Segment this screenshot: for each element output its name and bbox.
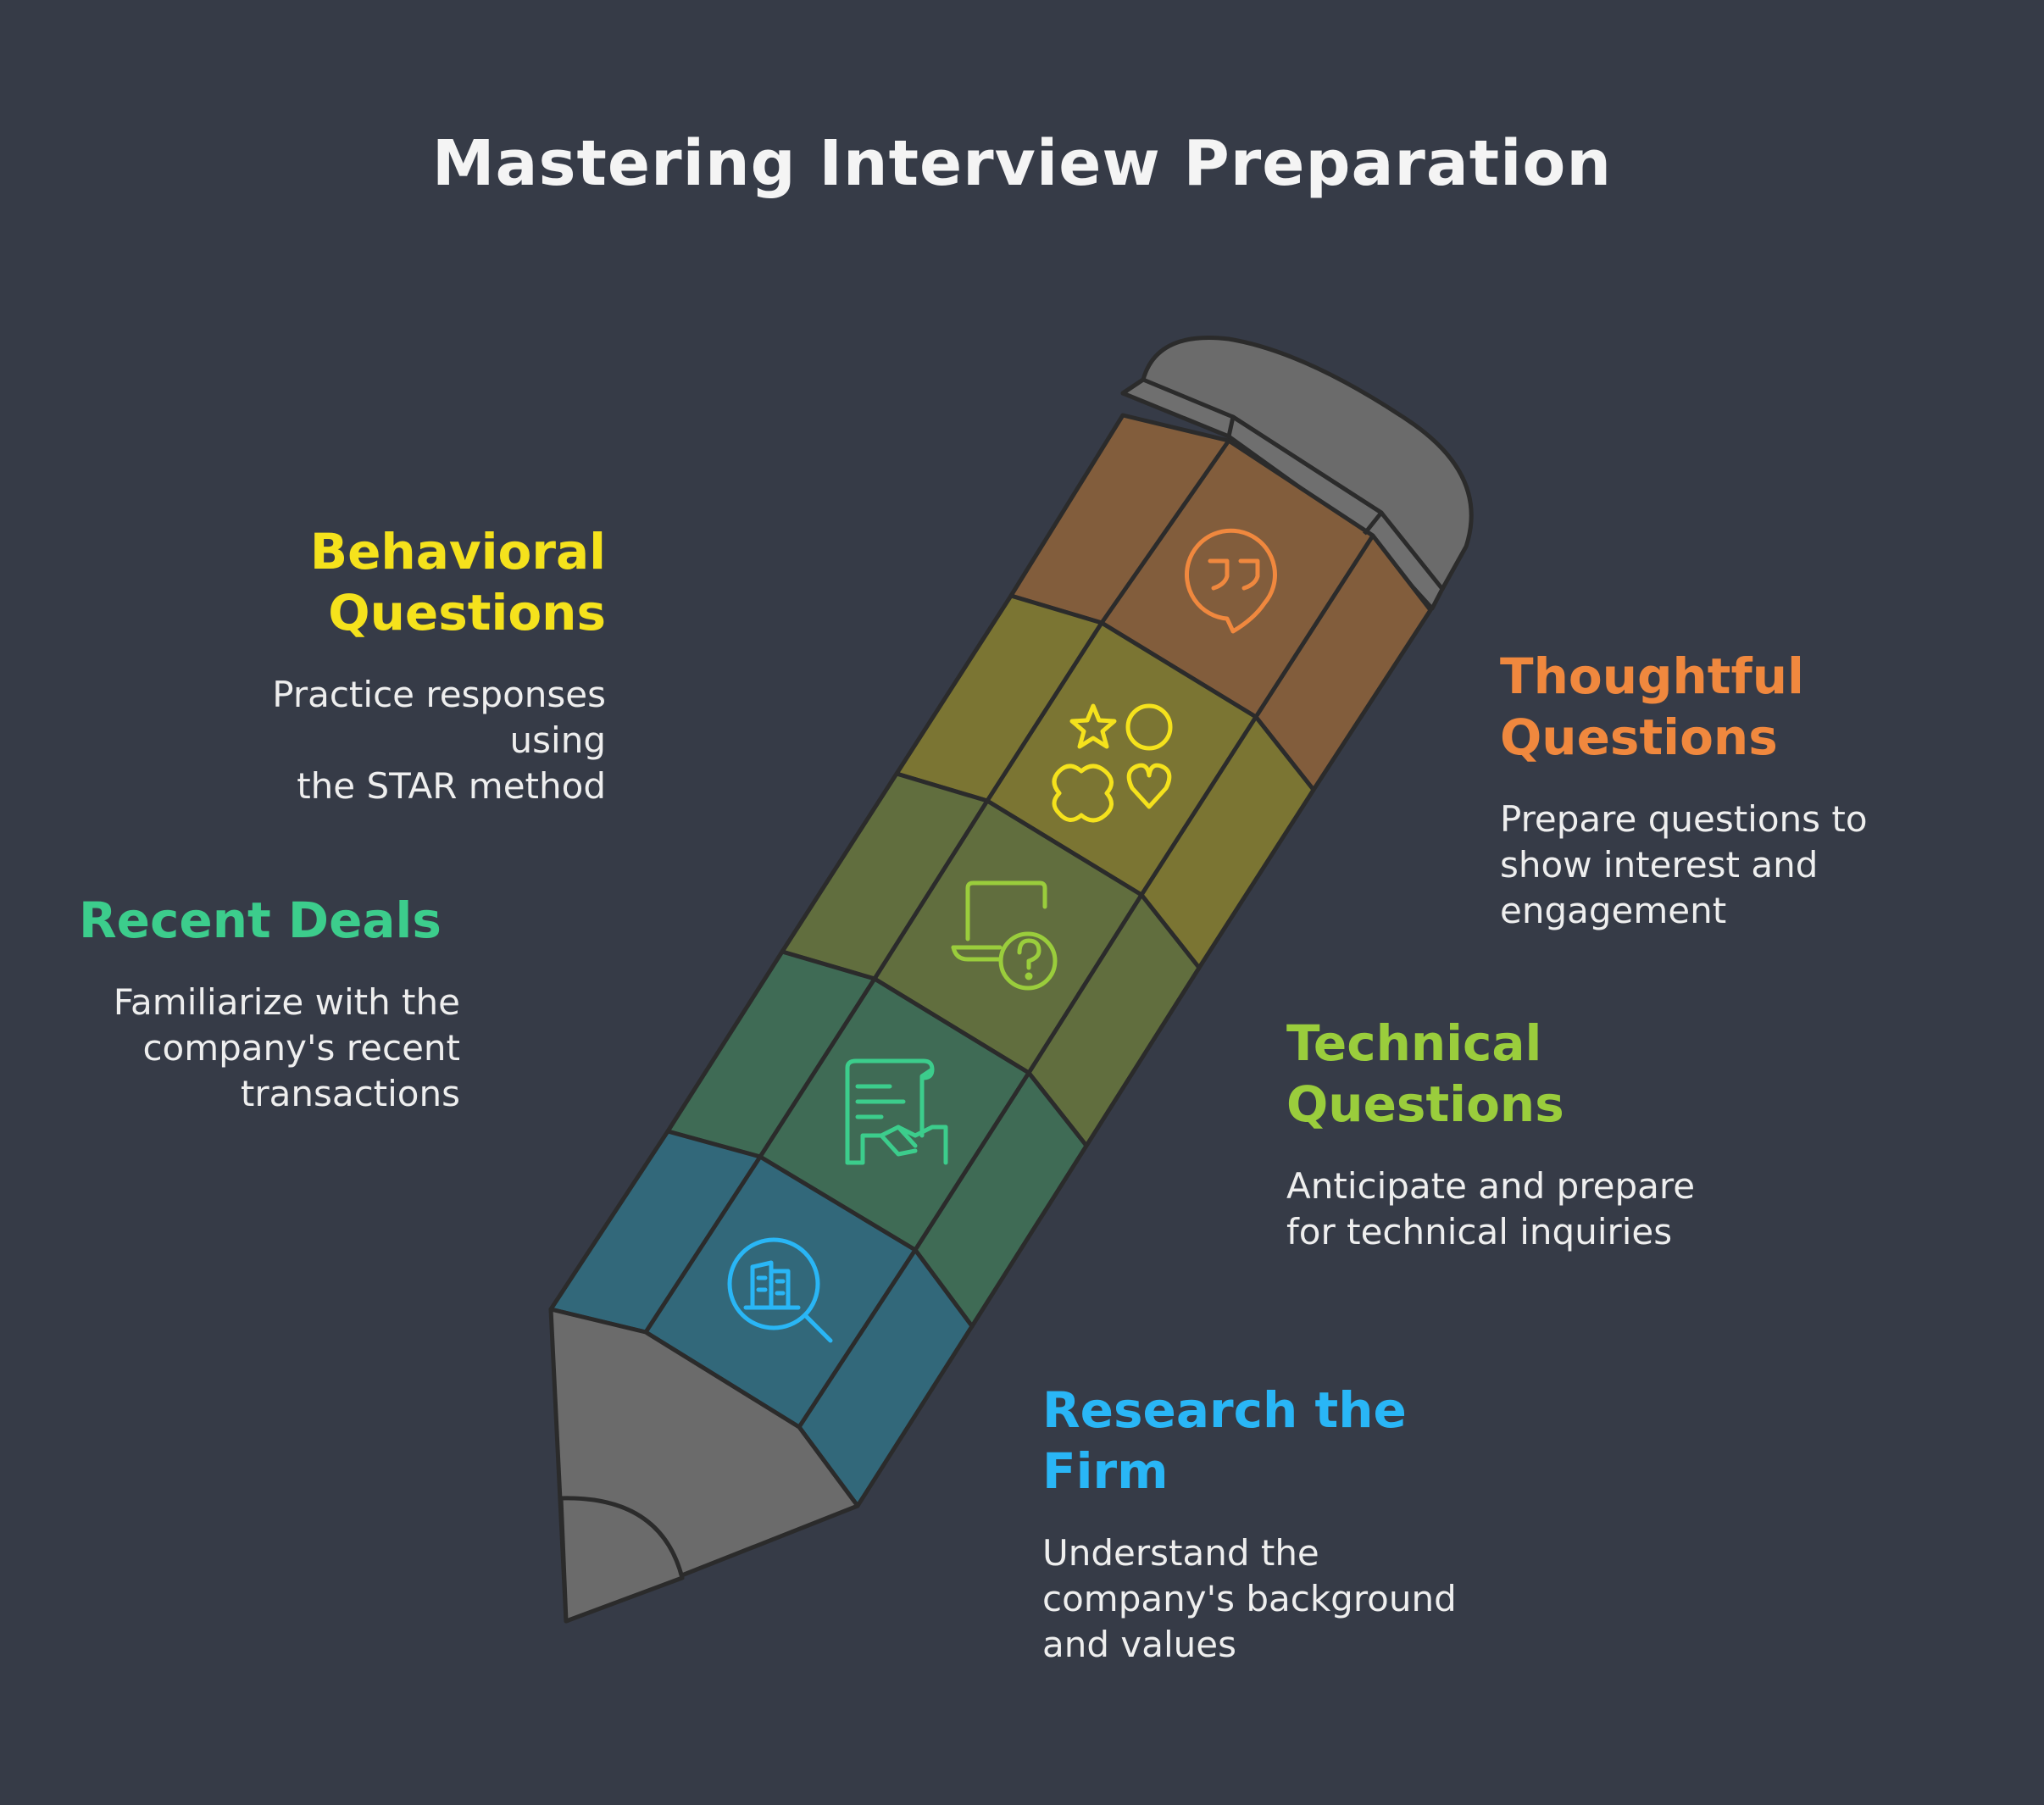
pencil-lead <box>558 1496 685 1624</box>
research-description: Understand the company's background and … <box>1042 1532 1457 1665</box>
laptop-question-icon <box>951 880 1058 991</box>
building-search-icon <box>727 1237 833 1343</box>
technical-description: Anticipate and prepare for technical inq… <box>1286 1165 1696 1252</box>
quote-bubble-icon <box>1184 528 1277 634</box>
recent-description: Familiarize with the company's recent tr… <box>113 981 460 1114</box>
recent-title: Recent Deals <box>79 891 442 949</box>
thoughtful-title: Thoughtful Questions <box>1500 647 1804 766</box>
behavioral-title: Behavioral Questions <box>309 523 606 641</box>
label-thoughtful: Thoughtful Questions Prepare questions t… <box>1500 646 1958 934</box>
label-research: Research the Firm Understand the company… <box>1042 1380 1517 1668</box>
label-recent: Recent Deals Familiarize with the compan… <box>79 890 460 1117</box>
behavioral-description: Practice responses using the STAR method <box>272 674 606 807</box>
label-behavioral: Behavioral Questions Practice responses … <box>254 521 606 809</box>
pencil-eraser <box>1120 336 1474 591</box>
contract-handshake-icon <box>845 1058 948 1165</box>
research-title: Research the Firm <box>1042 1381 1407 1500</box>
shapes-icon <box>1052 703 1173 823</box>
label-technical: Technical Questions Anticipate and prepa… <box>1286 1013 1761 1255</box>
thoughtful-description: Prepare questions to show interest and e… <box>1500 798 1868 931</box>
technical-title: Technical Questions <box>1286 1014 1564 1133</box>
page-title: Mastering Interview Preparation <box>431 127 1613 200</box>
